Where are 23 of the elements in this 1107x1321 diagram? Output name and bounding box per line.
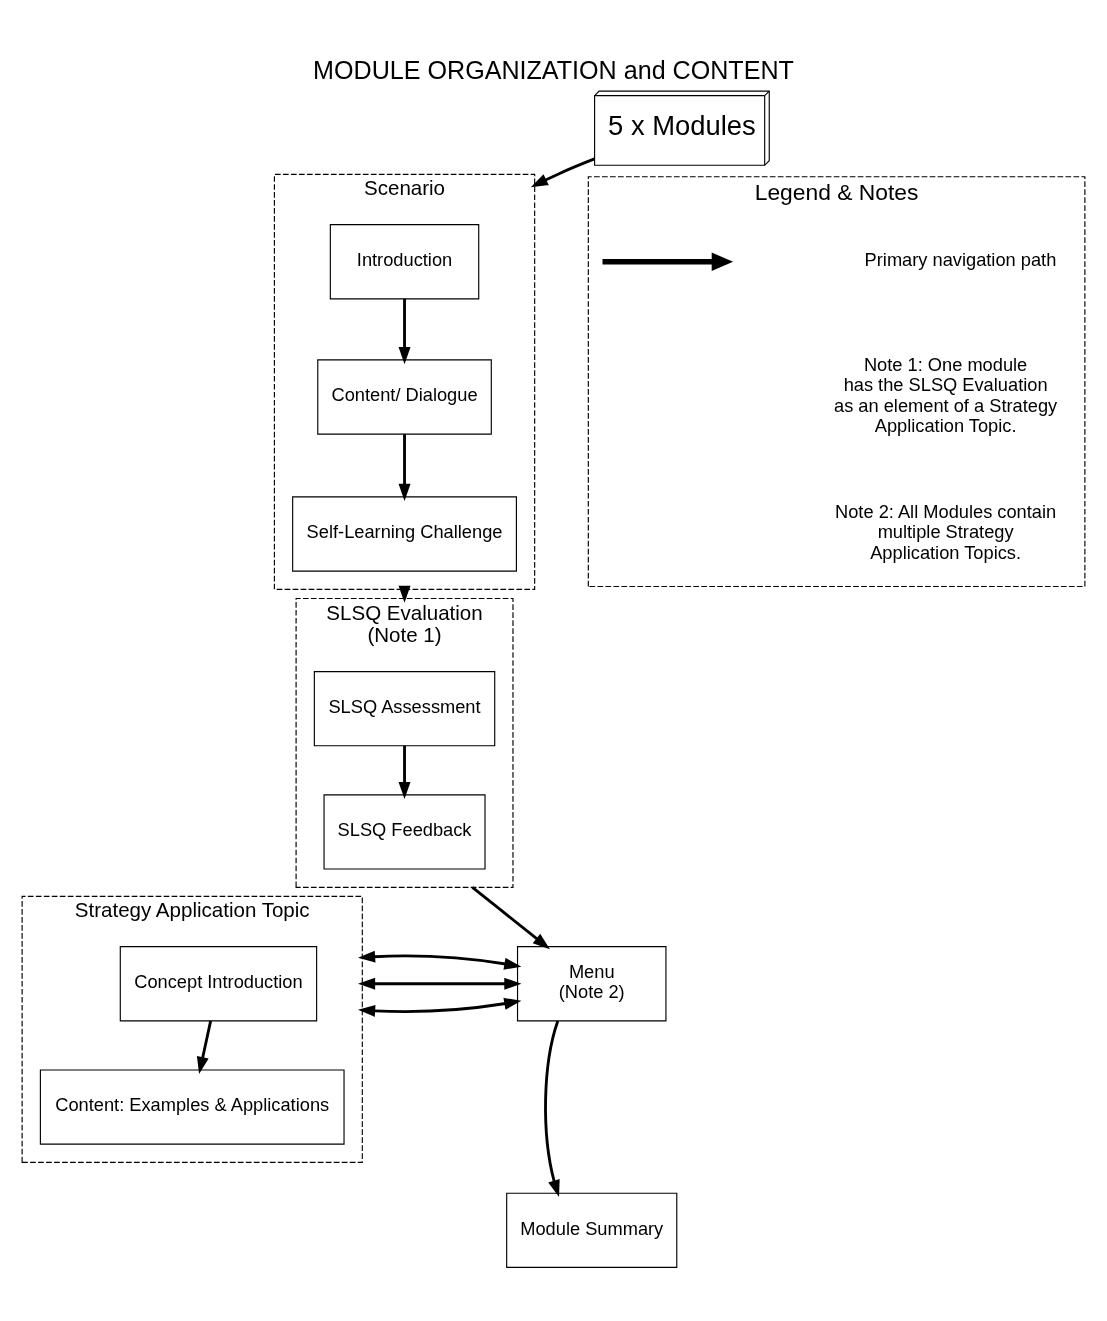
arrow <box>358 950 522 970</box>
arrow <box>530 157 595 187</box>
node-box: Module Summary <box>506 1192 678 1268</box>
arrow <box>398 433 411 501</box>
arrow <box>544 1020 560 1197</box>
arrow <box>398 745 411 799</box>
arrow <box>398 298 411 364</box>
node-box: Menu (Note 2) <box>516 945 667 1021</box>
node-box: Concept Introduction <box>119 945 318 1021</box>
node-box: Content: Examples & Applications <box>39 1068 345 1145</box>
node-box: SLSQ Feedback <box>323 793 486 870</box>
node-box: SLSQ Assessment <box>313 670 496 746</box>
arrow <box>357 977 522 990</box>
legend-label: Primary navigation path <box>864 248 1057 270</box>
diagram-title: MODULE ORGANIZATION and CONTENT <box>313 55 794 84</box>
arrow <box>471 885 550 949</box>
node-box: Self-Learning Challenge <box>292 495 517 572</box>
label: Note 2: All Modules contain multiple Strategy Application Topics. <box>835 500 1057 563</box>
node-box: Content/ Dialogue <box>317 358 492 435</box>
label: Note 1: One module has the SLSQ Evaluation as an element of a Strategy Application Topic. <box>834 353 1058 436</box>
arrow <box>358 997 522 1017</box>
arrow <box>196 1020 213 1074</box>
node-box: Introduction <box>329 223 480 299</box>
